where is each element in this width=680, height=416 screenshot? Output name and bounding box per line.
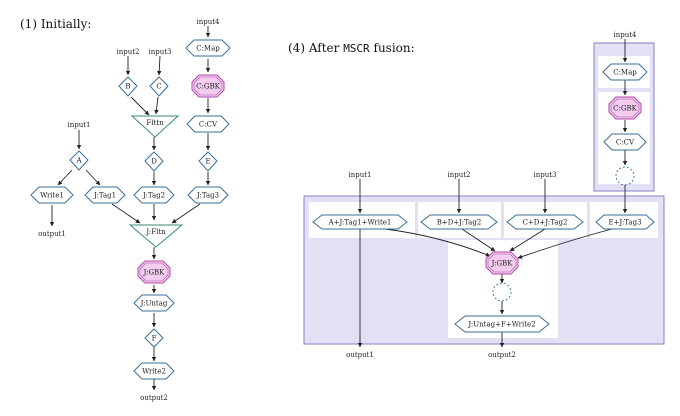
right-node-m1: A+J:Tag1+Write1 xyxy=(312,214,408,230)
left-node-d-label: D xyxy=(151,158,157,166)
left-node-c: C xyxy=(149,76,169,97)
left-output1-label: output1 xyxy=(38,230,66,238)
right-input4-label: input4 xyxy=(613,31,637,39)
left-node-a: A xyxy=(69,150,89,171)
caption-after-mono: MSCR xyxy=(343,42,370,55)
left-node-jflatten: J:Fltn xyxy=(128,224,184,248)
right-pipeline: input1 input2 input3 input4 output1 outp… xyxy=(303,31,665,359)
left-node-juntag: J:Untag xyxy=(133,294,175,312)
right-node-m3: C+D+J:Tag2 xyxy=(506,214,584,230)
caption-initially: (1) Initially: xyxy=(20,17,91,31)
right-placeholder-node-j xyxy=(492,282,512,302)
edge xyxy=(130,96,150,116)
left-node-d: D xyxy=(144,151,164,172)
left-node-c-label: C xyxy=(156,83,161,91)
left-node-jtag1-label: J:Tag1 xyxy=(93,192,116,200)
left-node-ccv: C:CV xyxy=(186,115,230,133)
right-node-cmap-label: C:Map xyxy=(613,69,637,77)
right-placeholder-node-c xyxy=(615,166,635,186)
right-node-m4: E+J:Tag3 xyxy=(595,214,655,230)
right-edges xyxy=(357,39,628,348)
left-node-write2: Write2 xyxy=(133,362,175,380)
edge xyxy=(171,203,201,224)
left-node-cgbk-label: C:GBK xyxy=(196,83,220,91)
right-input1-label: input1 xyxy=(348,171,371,179)
left-node-jtag2: J:Tag2 xyxy=(133,186,175,204)
left-node-b: B xyxy=(118,76,138,97)
right-input2-label: input2 xyxy=(447,171,470,179)
left-node-jtag3-label: J:Tag3 xyxy=(196,192,219,200)
left-node-ccv-label: C:CV xyxy=(199,121,218,129)
left-node-cgbk: C:GBK xyxy=(191,74,225,98)
left-node-jtag1: J:Tag1 xyxy=(84,186,126,204)
left-node-write2-label: Write2 xyxy=(142,368,166,376)
left-node-e: E xyxy=(198,151,218,172)
left-edges xyxy=(49,26,211,391)
left-node-f: F xyxy=(144,328,164,348)
left-node-e-label: E xyxy=(205,158,210,166)
caption-initially-text: (1) Initially: xyxy=(20,17,92,31)
caption-after-prefix: (4) After xyxy=(288,41,344,55)
right-node-m3-label: C+D+J:Tag2 xyxy=(523,219,568,227)
edge xyxy=(384,228,491,257)
left-input2-label: input2 xyxy=(116,48,139,56)
left-node-write1: Write1 xyxy=(30,186,74,204)
right-node-ccv: C:CV xyxy=(603,133,647,151)
left-input3-label: input3 xyxy=(148,48,171,56)
edge xyxy=(461,228,496,252)
edge xyxy=(57,169,73,186)
right-node-jgbk-label: J:GBK xyxy=(491,260,514,268)
right-node-m1-label: A+J:Tag1+Write1 xyxy=(328,219,392,227)
right-node-jgbk: J:GBK xyxy=(485,251,519,275)
left-node-jgbk-label: J:GBK xyxy=(143,269,166,277)
right-node-juntag-label: J:Untag+F+Write2 xyxy=(467,321,535,329)
edge xyxy=(156,55,162,76)
left-node-f-label: F xyxy=(152,335,157,343)
edge xyxy=(85,169,101,186)
right-node-juntag: J:Untag+F+Write2 xyxy=(454,315,550,333)
edge xyxy=(517,228,613,259)
left-node-jflatten-label: J:Fltn xyxy=(145,228,166,236)
edge xyxy=(111,203,141,224)
right-output2-label: output2 xyxy=(488,351,516,359)
left-node-jgbk: J:GBK xyxy=(137,260,171,284)
left-node-jtag3: J:Tag3 xyxy=(187,186,229,204)
left-input4-label: input4 xyxy=(196,18,220,26)
right-node-m2: B+D+J:Tag2 xyxy=(420,214,498,230)
caption-after-mscr: (4) After MSCR fusion: xyxy=(288,41,415,55)
edge xyxy=(509,228,546,252)
left-node-cmap-label: C:Map xyxy=(196,45,220,53)
left-node-cmap: C:Map xyxy=(185,39,231,57)
left-node-a-label: A xyxy=(75,157,82,165)
left-output2-label: output2 xyxy=(140,394,168,402)
right-input3-label: input3 xyxy=(533,171,556,179)
caption-after-suffix: fusion: xyxy=(369,41,415,55)
right-node-m4-label: E+J:Tag3 xyxy=(608,219,641,227)
left-pipeline: input1 input2 input3 input4 output1 outp… xyxy=(30,18,231,402)
right-node-cmap: C:Map xyxy=(602,63,648,81)
edge xyxy=(154,96,159,115)
right-output1-label: output1 xyxy=(346,351,374,359)
right-node-m2-label: B+D+J:Tag2 xyxy=(437,219,482,227)
left-node-write1-label: Write1 xyxy=(40,192,64,200)
left-node-flatten: Flttn xyxy=(130,115,180,138)
left-node-b-label: B xyxy=(125,83,130,91)
left-input1-label: input1 xyxy=(67,121,90,129)
right-node-ccv-label: C:CV xyxy=(616,139,635,147)
left-node-juntag-label: J:Untag xyxy=(140,300,168,308)
left-node-jtag2-label: J:Tag2 xyxy=(142,192,165,200)
right-node-cgbk-label: C:GBK xyxy=(613,105,637,113)
left-node-flatten-label: Flttn xyxy=(146,119,164,127)
right-node-cgbk: C:GBK xyxy=(608,96,642,120)
